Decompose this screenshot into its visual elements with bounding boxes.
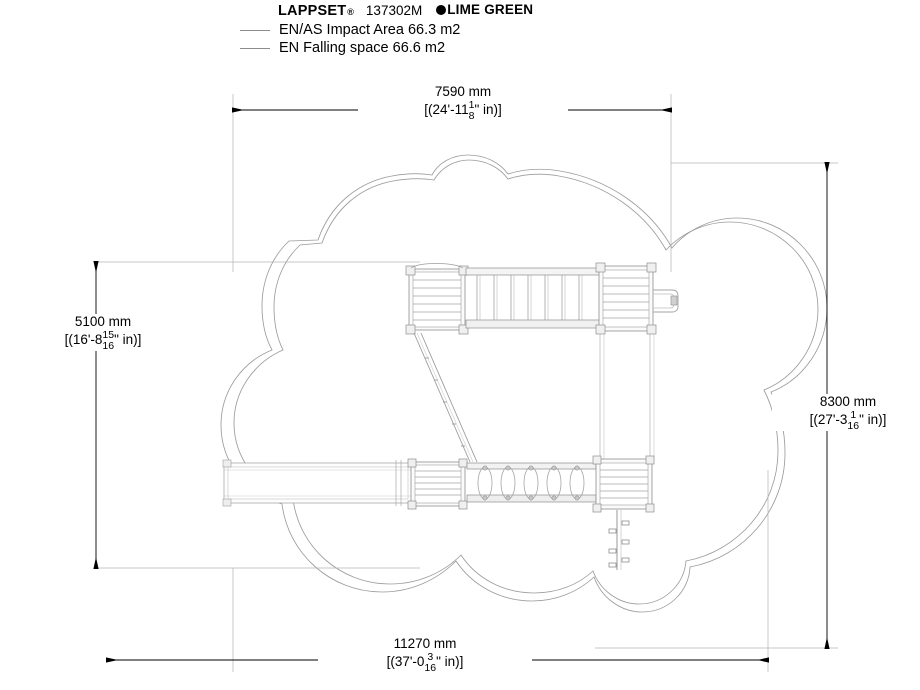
- en-as-impact-area-outline: [233, 159, 819, 605]
- lower-right-tower: [592, 455, 655, 513]
- legend-item-label: EN/AS Impact Area 66.3 m2: [279, 22, 461, 38]
- dimension-metric-value: 5100 mm: [74, 314, 132, 329]
- legend-title-row: LAPPSET ® 137302M LIME GREEN: [278, 2, 533, 19]
- color-swatch-group: LIME GREEN: [436, 2, 533, 17]
- line-swatch-icon: [240, 47, 270, 49]
- upper-left-tower: [405, 263, 469, 335]
- upper-bridge-walkway: [465, 267, 601, 329]
- brand-name: LAPPSET: [278, 2, 347, 19]
- en-falling-space-outline: [220, 154, 828, 613]
- lower-right-ladder: [608, 510, 630, 570]
- color-name: LIME GREEN: [447, 2, 534, 17]
- legend-item-falling-space: EN Falling space 66.6 m2: [240, 40, 445, 56]
- right-side-attachment: [653, 289, 679, 313]
- legend-item-label: EN Falling space 66.6 m2: [279, 40, 446, 56]
- line-swatch-icon: [240, 29, 270, 31]
- dimension-metric-value: 8300 mm: [819, 394, 877, 409]
- registered-mark-icon: ®: [347, 6, 354, 17]
- lower-left-tower: [407, 458, 468, 510]
- dimension-metric-value: 11270 mm: [393, 636, 457, 651]
- lower-bridge-stepping-elements: [466, 462, 597, 503]
- filled-circle-icon: [436, 4, 447, 15]
- legend-item-impact-area: EN/AS Impact Area 66.3 m2: [240, 22, 460, 38]
- equipment-plan: [222, 262, 679, 570]
- dimension-metric-value: 7590 mm: [434, 84, 492, 99]
- projection-lines: [96, 94, 838, 672]
- lower-left-slide: [222, 459, 413, 507]
- diagonal-climber: [413, 332, 478, 463]
- legend-header: LAPPSET ® 137302M LIME GREEN EN/AS Impac…: [0, 0, 920, 66]
- upper-right-tower: [595, 262, 657, 460]
- model-code: 137302M: [365, 2, 423, 18]
